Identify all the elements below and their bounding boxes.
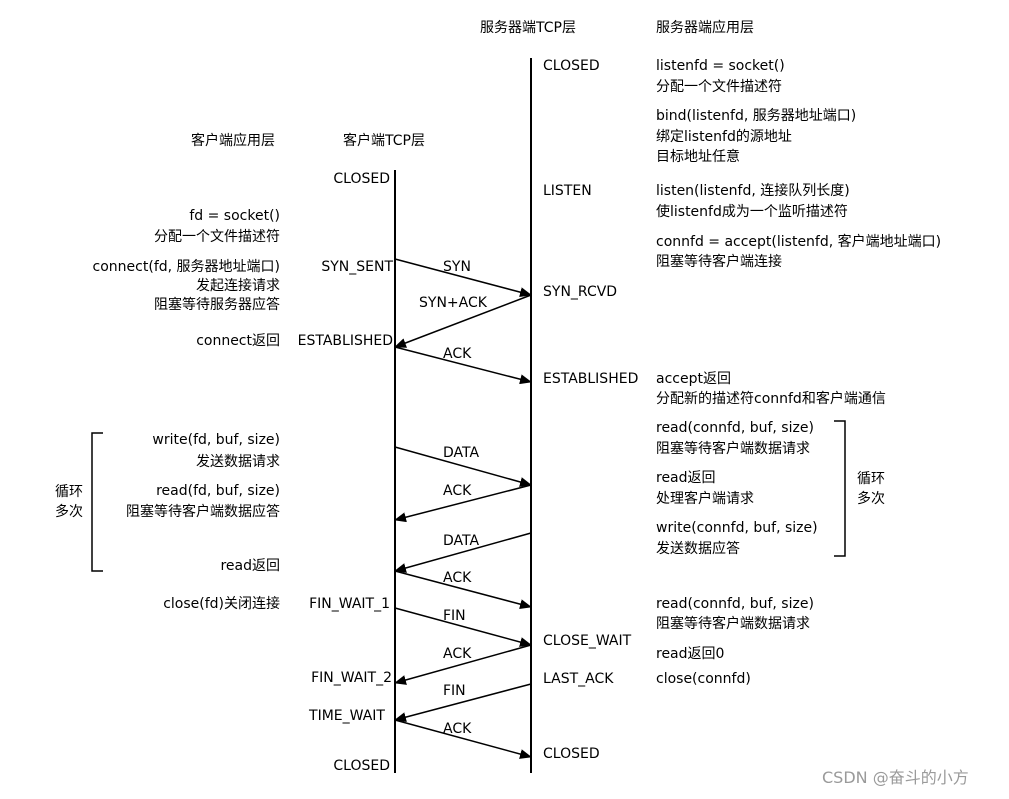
server-note-read-return-2: 处理客户端请求	[656, 491, 754, 507]
client-loop-bracket	[91, 432, 103, 572]
client-note-close: close(fd)关闭连接	[163, 596, 280, 612]
client-loop-label-2: 多次	[55, 504, 83, 520]
server-note-read2-1: read(connfd, buf, size)	[656, 596, 814, 612]
msg-arrow-ack2	[394, 484, 532, 523]
server-note-read-2: 阻塞等待客户端数据请求	[656, 441, 810, 457]
client-state-fin-wait-2: FIN_WAIT_2	[311, 670, 392, 686]
client-note-write-1: write(fd, buf, size)	[152, 432, 280, 448]
msg-label-syn: SYN	[443, 259, 471, 275]
server-note-write-1: write(connfd, buf, size)	[656, 520, 818, 536]
server-note-socket-2: 分配一个文件描述符	[656, 79, 782, 95]
server-note-bind-2: 绑定listenfd的源地址	[656, 129, 792, 145]
msg-label-synack: SYN+ACK	[419, 295, 487, 311]
server-state-close-wait: CLOSE_WAIT	[543, 633, 632, 649]
client-note-connect-3: 阻塞等待服务器应答	[154, 297, 280, 313]
client-note-read-2: 阻塞等待客户端数据应答	[126, 504, 280, 520]
client-note-read-return: read返回	[220, 558, 280, 574]
server-state-syn-rcvd: SYN_RCVD	[543, 284, 618, 300]
msg-arrow-fin1	[394, 607, 532, 647]
msg-label-ack2: ACK	[443, 483, 472, 499]
server-loop-bracket	[834, 420, 846, 557]
server-note-write-2: 发送数据应答	[656, 541, 740, 557]
client-note-connect-1: connect(fd, 服务器地址端口)	[92, 259, 280, 275]
msg-label-data2: DATA	[443, 533, 480, 549]
server-note-read-return-1: read返回	[656, 470, 716, 486]
msg-arrow-data2	[394, 532, 532, 573]
server-note-listen-1: listen(listenfd, 连接队列长度)	[656, 183, 850, 199]
server-note-accept-1: connfd = accept(listenfd, 客户端地址端口)	[656, 234, 942, 250]
msg-arrow-syn	[394, 258, 532, 298]
server-note-accept-return-1: accept返回	[656, 371, 731, 387]
server-state-listen: LISTEN	[543, 183, 592, 199]
server-note-bind-3: 目标地址任意	[656, 149, 740, 165]
server-state-last-ack: LAST_ACK	[543, 671, 614, 687]
msg-arrow-ack5	[394, 719, 532, 759]
msg-arrow-synack	[394, 294, 532, 348]
watermark: CSDN @奋斗的小方	[822, 768, 969, 787]
header-client-app: 客户端应用层	[191, 133, 275, 149]
server-note-bind-1: bind(listenfd, 服务器地址端口)	[656, 108, 857, 124]
client-note-connect-2: 发起连接请求	[196, 278, 280, 294]
msg-arrow-data1	[394, 446, 532, 487]
msg-label-data1: DATA	[443, 445, 480, 461]
msg-arrow-ack3	[394, 570, 532, 610]
client-note-socket-1: fd = socket()	[189, 208, 280, 224]
client-state-time-wait: TIME_WAIT	[309, 708, 385, 724]
server-note-accept-2: 阻塞等待客户端连接	[656, 254, 782, 270]
msg-arrow-ack1	[394, 346, 532, 385]
msg-arrow-fin2	[394, 683, 532, 723]
server-state-closed-final: CLOSED	[543, 746, 600, 762]
server-loop-label-1: 循环	[857, 471, 885, 487]
header-client-tcp: 客户端TCP层	[343, 133, 425, 149]
server-loop-label-2: 多次	[857, 491, 885, 507]
server-note-close: close(connfd)	[656, 671, 751, 687]
server-note-read2-2: 阻塞等待客户端数据请求	[656, 616, 810, 632]
msg-label-ack1: ACK	[443, 346, 472, 362]
server-note-socket-1: listenfd = socket()	[656, 58, 785, 74]
client-state-syn-sent: SYN_SENT	[321, 259, 393, 275]
client-loop-label-1: 循环	[55, 484, 83, 500]
msg-label-fin2: FIN	[443, 683, 466, 699]
msg-arrow-ack4	[394, 644, 532, 685]
client-state-established: ESTABLISHED	[297, 333, 393, 349]
header-server-tcp: 服务器端TCP层	[480, 20, 576, 36]
client-state-closed-final: CLOSED	[333, 758, 390, 774]
client-state-closed: CLOSED	[333, 171, 390, 187]
client-note-write-2: 发送数据请求	[196, 454, 280, 470]
client-state-fin-wait-1: FIN_WAIT_1	[309, 596, 390, 612]
server-note-read-return-0: read返回0	[656, 646, 725, 662]
server-note-listen-2: 使listenfd成为一个监听描述符	[656, 204, 848, 220]
msg-label-fin1: FIN	[443, 608, 466, 624]
server-note-accept-return-2: 分配新的描述符connfd和客户端通信	[656, 391, 886, 407]
client-note-read-1: read(fd, buf, size)	[156, 483, 280, 499]
server-state-established: ESTABLISHED	[543, 371, 639, 387]
msg-label-ack4: ACK	[443, 646, 472, 662]
server-note-read-1: read(connfd, buf, size)	[656, 420, 814, 436]
client-note-connect-return: connect返回	[196, 333, 280, 349]
server-state-closed: CLOSED	[543, 58, 600, 74]
msg-label-ack3: ACK	[443, 570, 472, 586]
msg-label-ack5: ACK	[443, 721, 472, 737]
client-note-socket-2: 分配一个文件描述符	[154, 229, 280, 245]
header-server-app: 服务器端应用层	[656, 20, 754, 36]
